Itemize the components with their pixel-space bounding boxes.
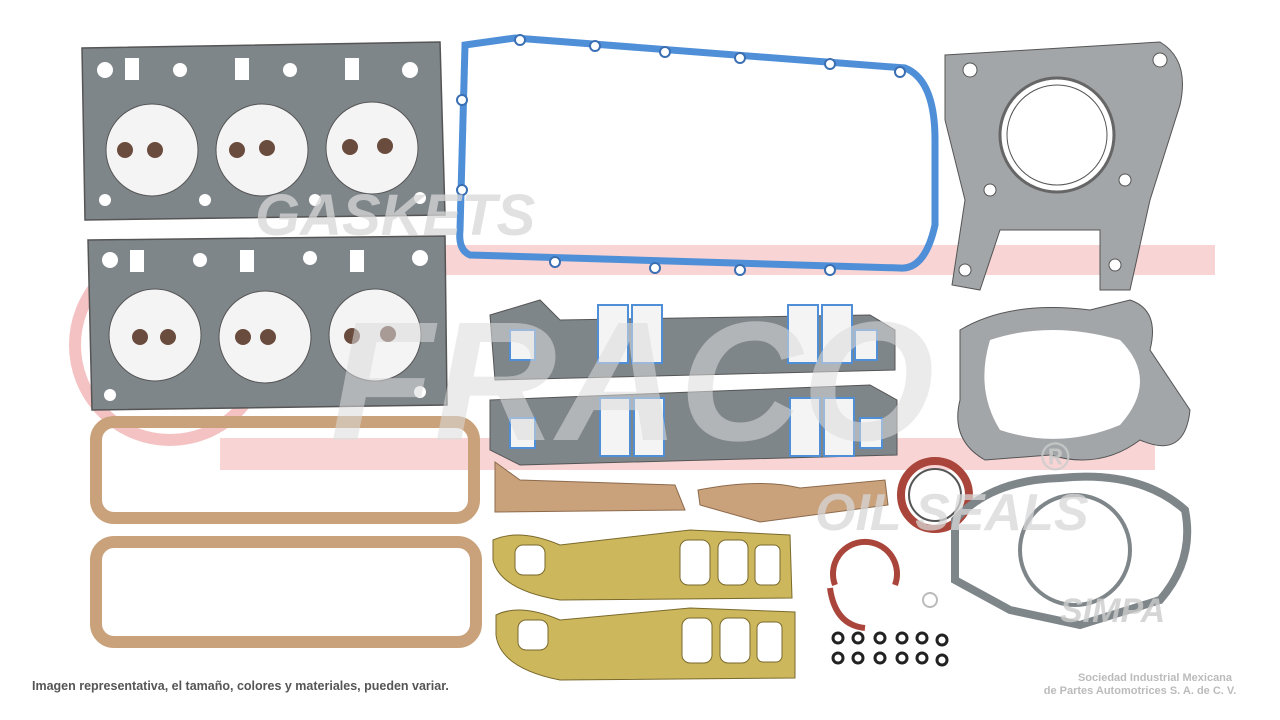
intake-manifold-gasket-bottom xyxy=(489,384,898,466)
cork-strips xyxy=(494,461,889,523)
small-o-ring xyxy=(922,592,938,608)
rear-main-seal xyxy=(827,538,900,631)
company-name-line2: de Partes Automotrices S. A. de C. V. xyxy=(1043,685,1237,697)
valve-cover-gasket-top xyxy=(90,416,480,524)
watermark-brand: FRACO xyxy=(330,287,934,477)
head-gasket-bottom xyxy=(87,235,448,411)
valve-cover-gasket-bottom xyxy=(90,536,482,648)
o-rings xyxy=(831,631,949,667)
timing-cover-gasket xyxy=(944,41,1183,291)
exhaust-gasket-top xyxy=(492,529,793,601)
intake-manifold-gasket-top xyxy=(489,299,896,381)
disclaimer-text: Imagen representativa, el tamaño, colore… xyxy=(32,679,449,693)
crankshaft-seal xyxy=(897,457,973,533)
watermark-gaskets: GASKETS xyxy=(255,183,536,248)
front-cover-gasket xyxy=(951,472,1192,630)
water-pump-gasket xyxy=(957,299,1191,461)
watermark-registered: ® xyxy=(1040,435,1070,479)
oil-pan-gasket xyxy=(456,34,939,276)
watermark-simpa-logo: SIMPA xyxy=(1060,592,1165,630)
watermark-oil-seals: OIL SEALS xyxy=(815,484,1089,542)
exhaust-gasket-bottom xyxy=(495,607,796,681)
head-gasket-top xyxy=(81,41,446,221)
company-name-line1: Sociedad Industrial Mexicana xyxy=(1077,672,1233,684)
